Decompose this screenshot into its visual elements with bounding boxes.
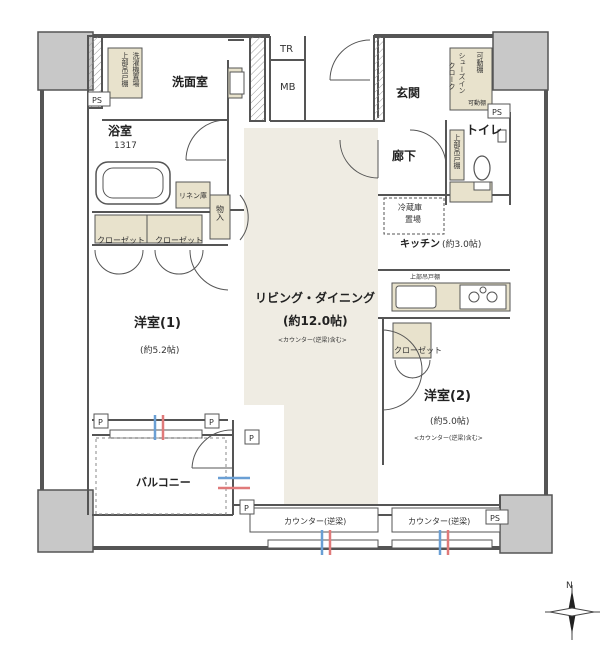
p-label-4: P xyxy=(244,504,249,513)
counter-2-label: カウンター(逆梁) xyxy=(408,516,470,526)
room-bedroom2-note: <カウンター(逆梁)含む> xyxy=(414,434,483,442)
closet-3-label: クローゼット xyxy=(394,345,442,355)
fridge-label: 冷蔵庫 xyxy=(398,202,422,212)
room-kitchen-size: (約3.0帖) xyxy=(442,238,481,250)
room-living-label: リビング・ダイニング xyxy=(255,290,375,305)
stove xyxy=(459,284,507,310)
p-label-3: P xyxy=(249,434,254,443)
toilet-tank xyxy=(473,181,491,191)
bathtub-inner xyxy=(102,167,164,199)
closet1-box xyxy=(94,214,148,244)
column-top-left xyxy=(37,31,94,91)
balcony-outline xyxy=(95,437,227,515)
wash-upper-cabinet-label: 上部吊戸棚 xyxy=(121,51,129,88)
shoe-cloak-box xyxy=(449,47,493,111)
ps-label-2: PS xyxy=(492,108,502,117)
room-living-note: <カウンター(逆梁)含む> xyxy=(278,336,347,344)
storage-box xyxy=(209,194,231,240)
room-bedroom2-label: 洋室(2) xyxy=(424,388,471,404)
room-bedroom1-size: (約5.2帖) xyxy=(140,344,179,356)
p-label-1: P xyxy=(98,418,103,427)
compass-icon: N xyxy=(545,581,600,640)
washer-box xyxy=(107,47,143,99)
toilet-bowl xyxy=(473,155,491,181)
closet3-box xyxy=(392,322,432,359)
closet-2-label: クローゼット xyxy=(155,235,203,245)
p-label-2: P xyxy=(209,418,214,427)
room-washroom-label: 洗面室 xyxy=(172,74,208,89)
room-bath-label: 浴室 xyxy=(108,123,132,138)
ps-label-1: PS xyxy=(92,96,102,105)
room-bath-size: 1317 xyxy=(114,141,137,151)
fridge-label-2: 置場 xyxy=(405,214,421,224)
closet2-box xyxy=(146,214,203,244)
door-arcs xyxy=(94,39,447,469)
linen-box xyxy=(175,181,211,209)
fridge-area xyxy=(383,197,445,235)
washbasin xyxy=(229,71,245,95)
toilet-upper-cabinet-label: 上部吊戸棚 xyxy=(453,133,461,170)
room-toilet-label: トイレ xyxy=(466,123,502,137)
toilet-sink xyxy=(497,129,507,143)
counter-1-label: カウンター(逆梁) xyxy=(284,516,346,526)
tr-label: TR xyxy=(279,44,293,55)
shoes-cloak-label: クローク xyxy=(448,62,456,90)
column-bottom-right xyxy=(499,494,553,554)
washer-area-label: 洗濯機置場 xyxy=(132,51,140,88)
room-kitchen-label: キッチン xyxy=(400,238,440,250)
living-floor xyxy=(244,128,378,505)
linen-label: リネン庫 xyxy=(179,191,207,200)
airflow-icon xyxy=(153,415,450,555)
room-bedroom2-size: (約5.0帖) xyxy=(430,415,469,427)
bathtub xyxy=(95,161,171,205)
room-corridor-label: 廊下 xyxy=(392,148,416,163)
closet-1-label: クローゼット xyxy=(97,235,145,245)
toilet-upper-box xyxy=(449,129,465,181)
room-balcony-label: バルコニー xyxy=(136,476,191,489)
room-living-size: (約12.0帖) xyxy=(283,313,348,328)
mb-label: MB xyxy=(280,82,296,93)
shoes-in-label: シューズイン xyxy=(458,52,466,94)
compass-north-label: N xyxy=(566,581,573,591)
column-top-right xyxy=(492,31,549,91)
kitchen-upper-cabinet-label: 上部吊戸棚 xyxy=(410,273,440,281)
counter-1 xyxy=(249,507,379,533)
movable-shelf-label: 可動棚 xyxy=(476,52,484,74)
movable-shelf-label-2: 可動棚 xyxy=(468,99,486,107)
room-entrance-label: 玄関 xyxy=(396,85,420,100)
ps-label-3: PS xyxy=(490,514,500,523)
storage-label: 物入 xyxy=(216,204,225,221)
kitchen-sink xyxy=(395,285,437,309)
ps-boxes xyxy=(87,91,511,525)
room-bedroom1-label: 洋室(1) xyxy=(134,315,181,331)
column-bottom-left xyxy=(37,489,94,553)
